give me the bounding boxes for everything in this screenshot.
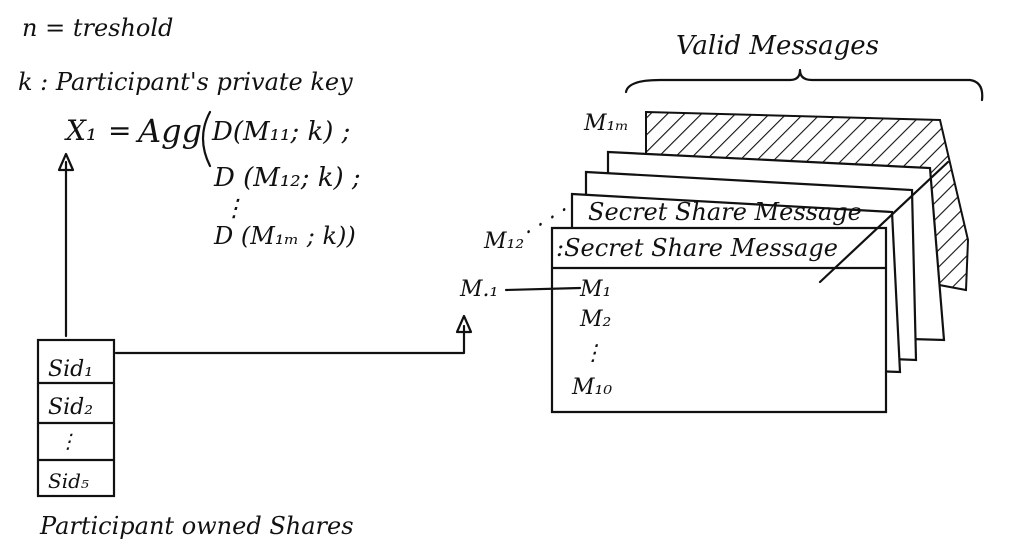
formula-equals: = (108, 114, 131, 147)
arrow-to-x1-head (57, 152, 75, 172)
label-m1m: M₁ₘ (583, 111, 629, 136)
front-card-box (550, 226, 888, 414)
message-card-front: :Secret Share Message M₁ M₂ ⋮ M₁₀ (550, 226, 888, 414)
shares-box (36, 338, 116, 498)
formula-term-3: D (M₁ₘ ; k)) (213, 222, 356, 250)
stack-connector (818, 160, 950, 284)
front-item-3: ⋮ (582, 341, 604, 366)
private-key-note: k : Participant's private key (18, 68, 353, 96)
shares-stack: Sid₁ Sid₂ ⋮ Sid₅ (36, 338, 116, 498)
formula-open-paren (201, 110, 212, 168)
card-title-back: Secret Share Message (588, 198, 862, 226)
share-cell-3: ⋮ (58, 429, 78, 453)
share-cell-4: Sid₅ (48, 469, 89, 493)
leader-line-m1 (504, 286, 582, 292)
label-m12: M₁₂ (483, 229, 524, 254)
valid-messages-brace (624, 68, 984, 102)
formula-vdots: ⋮ (222, 194, 246, 222)
formula-agg: Agg (135, 112, 202, 150)
arrow-to-messages-head (455, 314, 473, 334)
arrow-to-messages (114, 324, 466, 355)
card-title-front: :Secret Share Message (556, 234, 838, 262)
front-item-2: M₂ (579, 307, 611, 332)
front-item-4: M₁₀ (571, 375, 612, 400)
shares-caption: Participant owned Shares (39, 512, 354, 540)
front-item-1: M₁ (579, 277, 611, 302)
valid-messages-header: Valid Messages (676, 31, 879, 61)
aggregation-formula: X₁ = Agg D(M₁₁; k) ; D (M₁₂; k) ; ⋮ D (M… (64, 110, 361, 250)
share-cell-1: Sid₁ (48, 357, 93, 382)
formula-lhs: X₁ (64, 114, 97, 147)
threshold-note: n = treshold (22, 14, 173, 42)
label-m1: M.₁ (459, 277, 498, 302)
formula-term-1: D(M₁₁; k) ; (211, 117, 350, 147)
share-cell-2: Sid₂ (48, 395, 93, 420)
formula-term-2: D (M₁₂; k) ; (213, 163, 361, 193)
